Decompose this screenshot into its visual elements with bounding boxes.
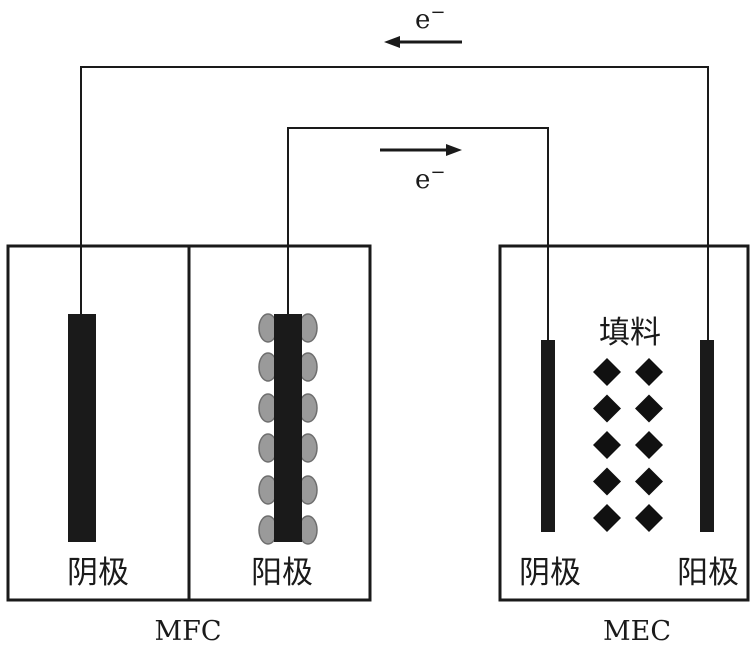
mfc-anode-electrode: [274, 314, 302, 542]
mec-label: MEC: [603, 616, 671, 647]
electron-label-top: e−: [415, 2, 445, 35]
electron-label-middle: e−: [415, 162, 445, 195]
outer-wire: [80, 66, 709, 340]
mec-anode-electrode: [700, 340, 714, 532]
mec-cathode-label: 阴极: [519, 555, 581, 591]
mfc-cathode-label: 阴极: [67, 555, 129, 591]
filler-particle: [593, 394, 621, 423]
filler-particle: [593, 358, 621, 386]
electron-arrow-right: [380, 144, 462, 156]
mec-filler-label: 填料: [599, 315, 661, 351]
filler-particle: [635, 358, 663, 386]
filler-particle: [635, 467, 663, 496]
filler-particle: [635, 431, 663, 459]
mec-anode-label: 阳极: [677, 555, 739, 591]
inner-wire: [287, 127, 549, 340]
filler-particle: [635, 504, 663, 532]
filler-particle: [635, 394, 663, 423]
filler-particle: [593, 467, 621, 496]
filler-particle: [593, 504, 621, 532]
electron-arrow-left: [384, 36, 462, 48]
filler-particle: [593, 431, 621, 459]
mfc-anode-label: 阳极: [251, 555, 313, 591]
mec-chamber: [498, 244, 750, 602]
mec-cathode-electrode: [541, 340, 555, 532]
mec-filler: [593, 358, 663, 532]
mfc-cathode-electrode: [68, 314, 96, 542]
mfc-label: MFC: [154, 616, 221, 647]
